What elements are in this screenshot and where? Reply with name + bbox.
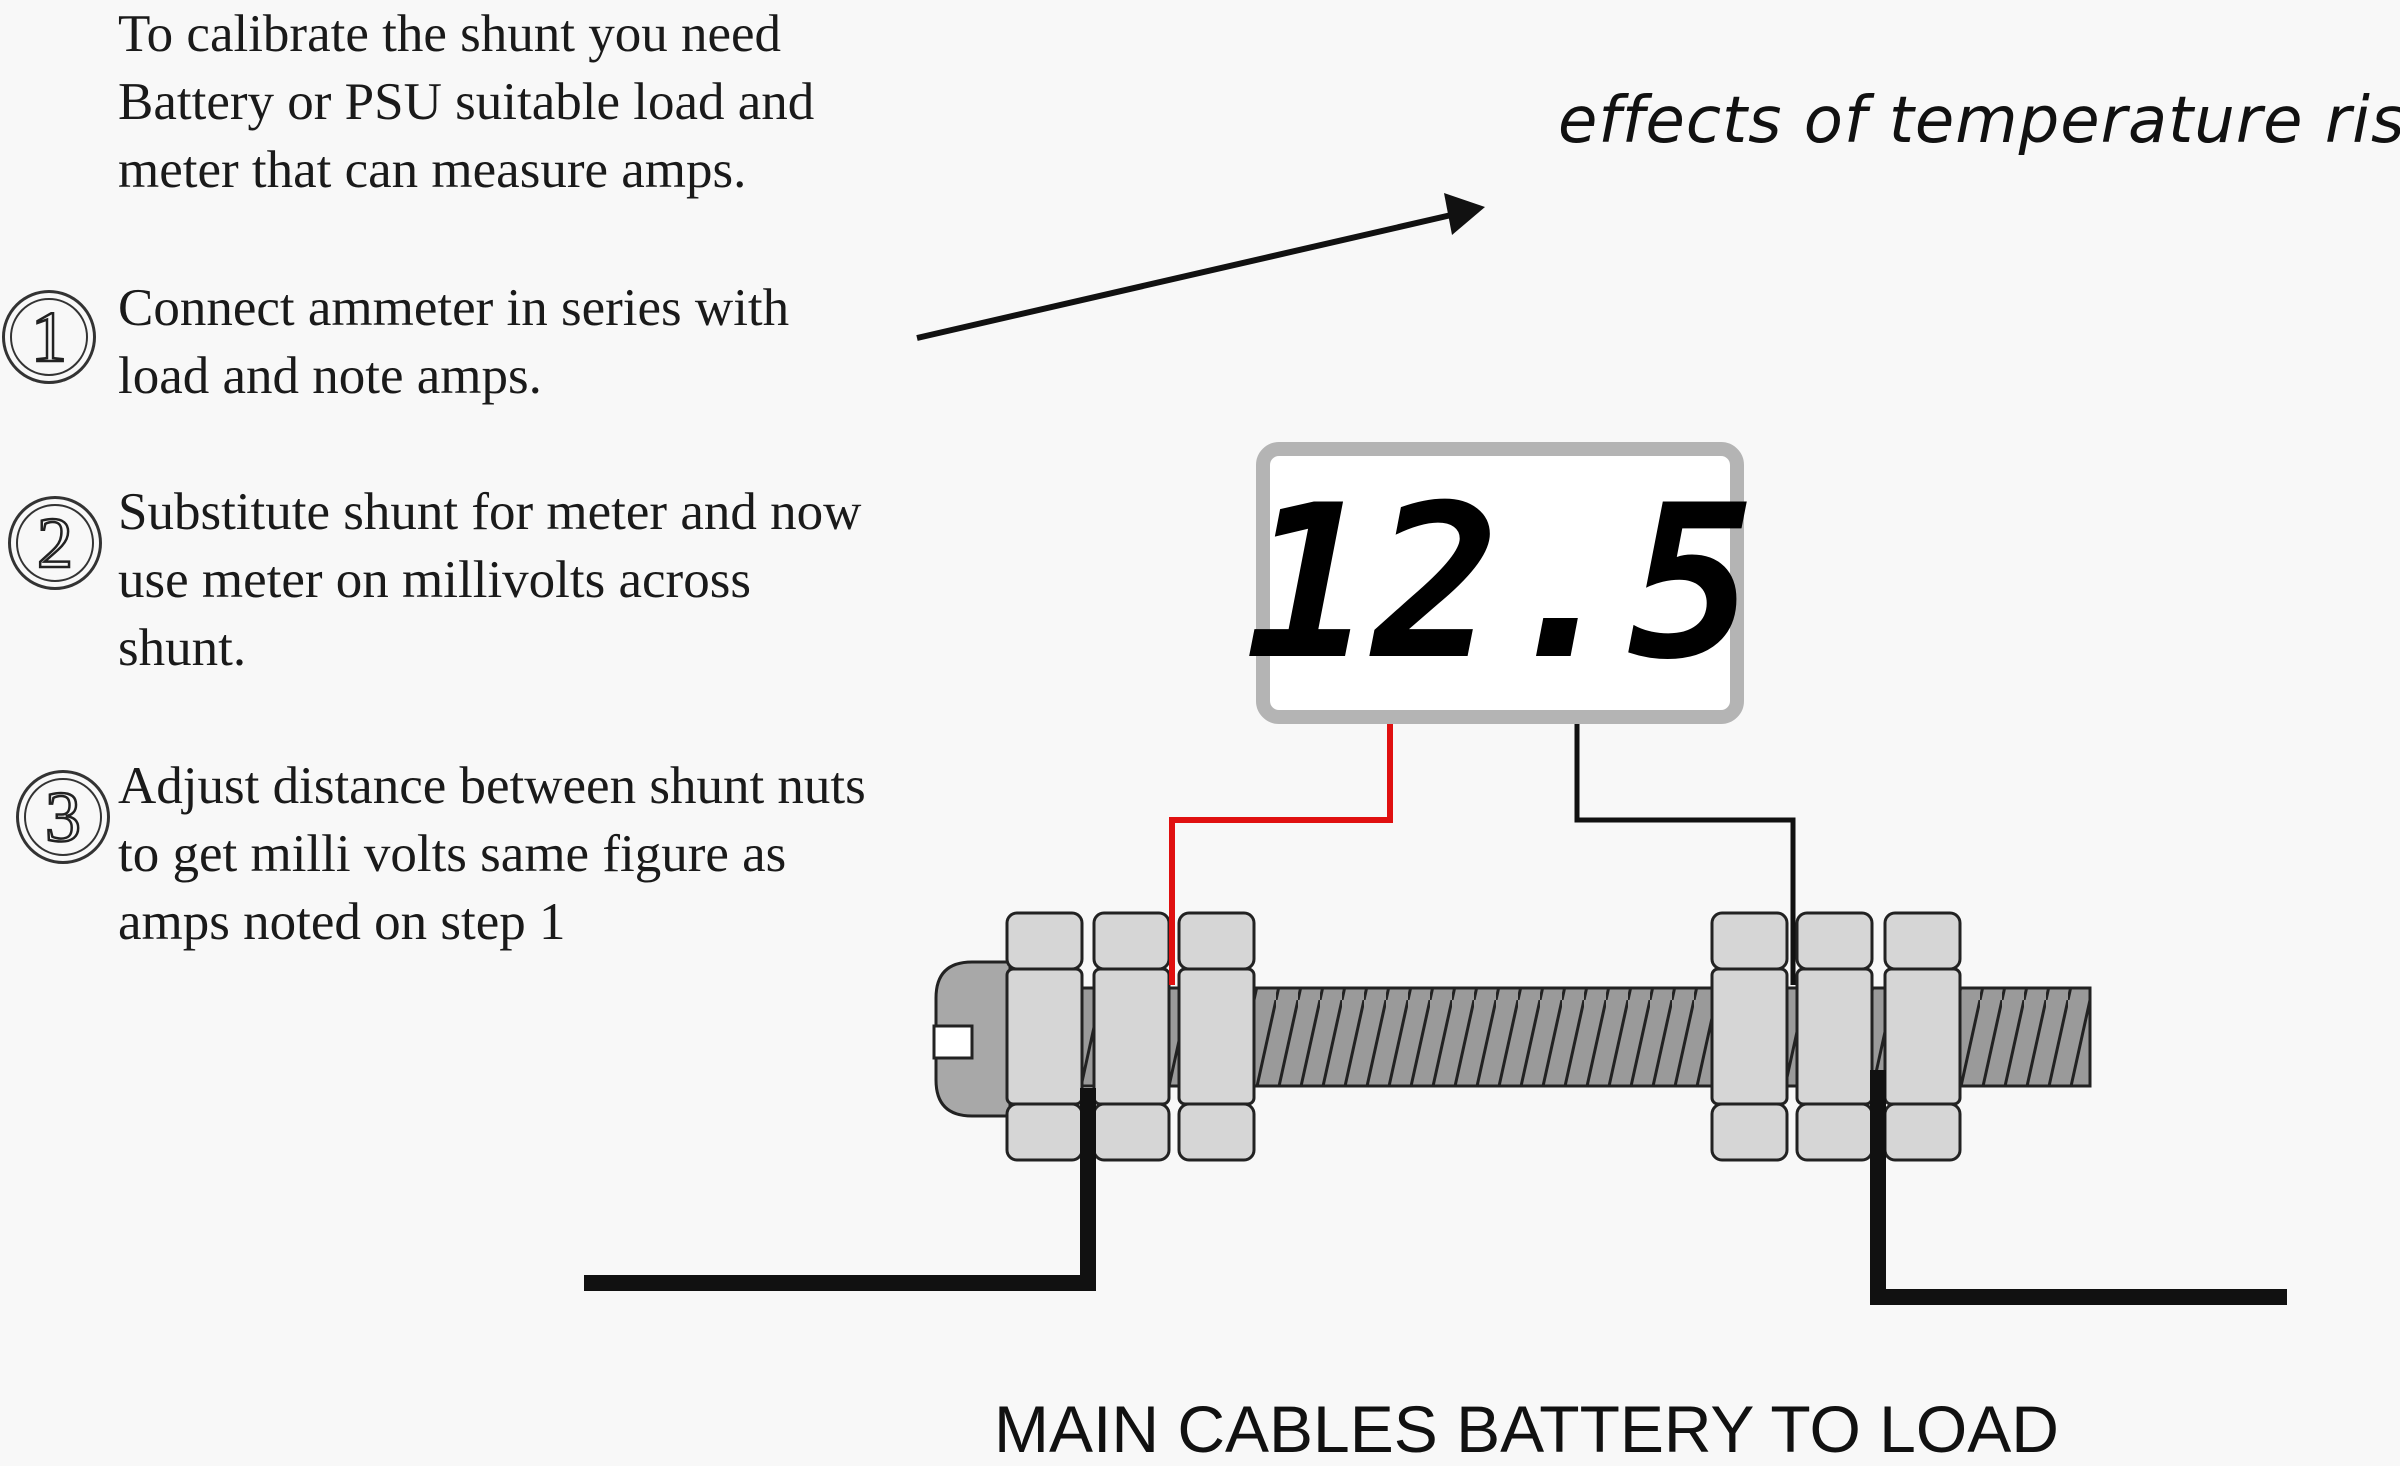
step-2-number-badge: 2 (8, 496, 102, 590)
step-3-text: Adjust distance between shunt nuts to ge… (118, 757, 866, 951)
positive-lead (1169, 724, 1393, 985)
main-cable-left (584, 1088, 1096, 1291)
left-nut-3 (1177, 911, 1256, 1162)
right-nut-1 (1710, 911, 1789, 1162)
step-2-text: Substitute shunt for meter and now use m… (118, 483, 862, 677)
temperature-note: effects of temperature rise. (1558, 84, 2400, 158)
step-1-text: Connect ammeter in series with load and … (118, 279, 790, 405)
left-nut-1 (1005, 911, 1084, 1162)
right-nut-3 (1883, 911, 1962, 1162)
bolt-slot (932, 1024, 974, 1060)
cables-caption: MAIN CABLES BATTERY TO LOAD (994, 1392, 2059, 1466)
meter-frame (1256, 442, 1744, 724)
step-3-number-badge: 3 (16, 770, 110, 864)
pointer-arrow (916, 193, 1485, 341)
negative-lead (1574, 724, 1796, 985)
right-nut-2 (1795, 911, 1874, 1162)
left-nut-2 (1092, 911, 1171, 1162)
millivolt-meter: 12.5 (1245, 442, 1756, 724)
meter-reading: 12.5 (1245, 459, 1756, 706)
intro-text: To calibrate the shunt you need Battery … (118, 5, 815, 199)
step-1-number-badge: 1 (2, 290, 96, 384)
main-cable-right (1870, 1070, 2287, 1305)
